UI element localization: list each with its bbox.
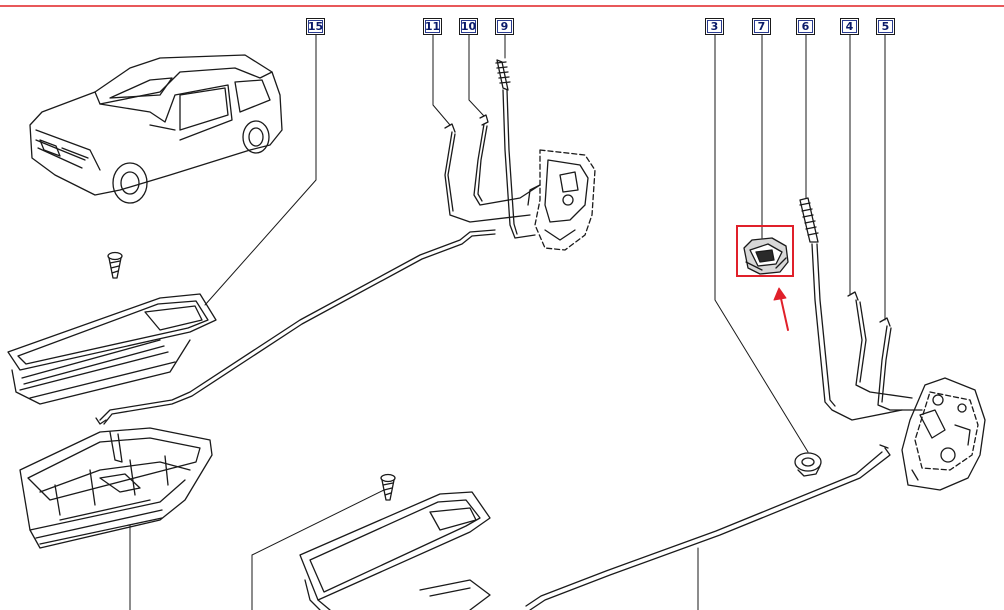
callout-7[interactable]: 7 xyxy=(752,18,771,35)
rod-11 xyxy=(444,123,531,223)
car-illustration xyxy=(29,54,283,204)
screw-lower xyxy=(380,473,396,501)
callout-6[interactable]: 6 xyxy=(796,18,815,35)
callout-11[interactable]: 11 xyxy=(423,18,442,35)
screw-upper xyxy=(107,251,123,279)
inner-handle-housing xyxy=(19,427,213,549)
inner-handle-bezel-upper xyxy=(7,293,217,405)
inner-handle-bezel-lower xyxy=(299,491,491,610)
callout-4[interactable]: 4 xyxy=(840,18,859,35)
part-7-clip xyxy=(743,237,789,275)
cable-lower xyxy=(525,444,891,610)
top-rule xyxy=(0,5,1004,7)
rod-10 xyxy=(473,114,541,206)
highlight-box xyxy=(736,225,794,277)
red-arrow-icon xyxy=(773,287,789,331)
callout-10[interactable]: 10 xyxy=(459,18,478,35)
callout-3[interactable]: 3 xyxy=(705,18,724,35)
callout-5[interactable]: 5 xyxy=(876,18,895,35)
cable-upper xyxy=(95,229,496,425)
rod-6 xyxy=(799,197,903,421)
callout-9[interactable]: 9 xyxy=(495,18,514,35)
rod-4 xyxy=(847,291,913,399)
callout-15[interactable]: 15 xyxy=(306,18,325,35)
leader-lines xyxy=(129,33,886,610)
lock-assembly-upper xyxy=(527,149,596,251)
rod-9 xyxy=(495,59,536,239)
part-3-grommet xyxy=(794,452,822,477)
rod-5 xyxy=(877,317,923,411)
lock-assembly-lower xyxy=(901,377,986,491)
